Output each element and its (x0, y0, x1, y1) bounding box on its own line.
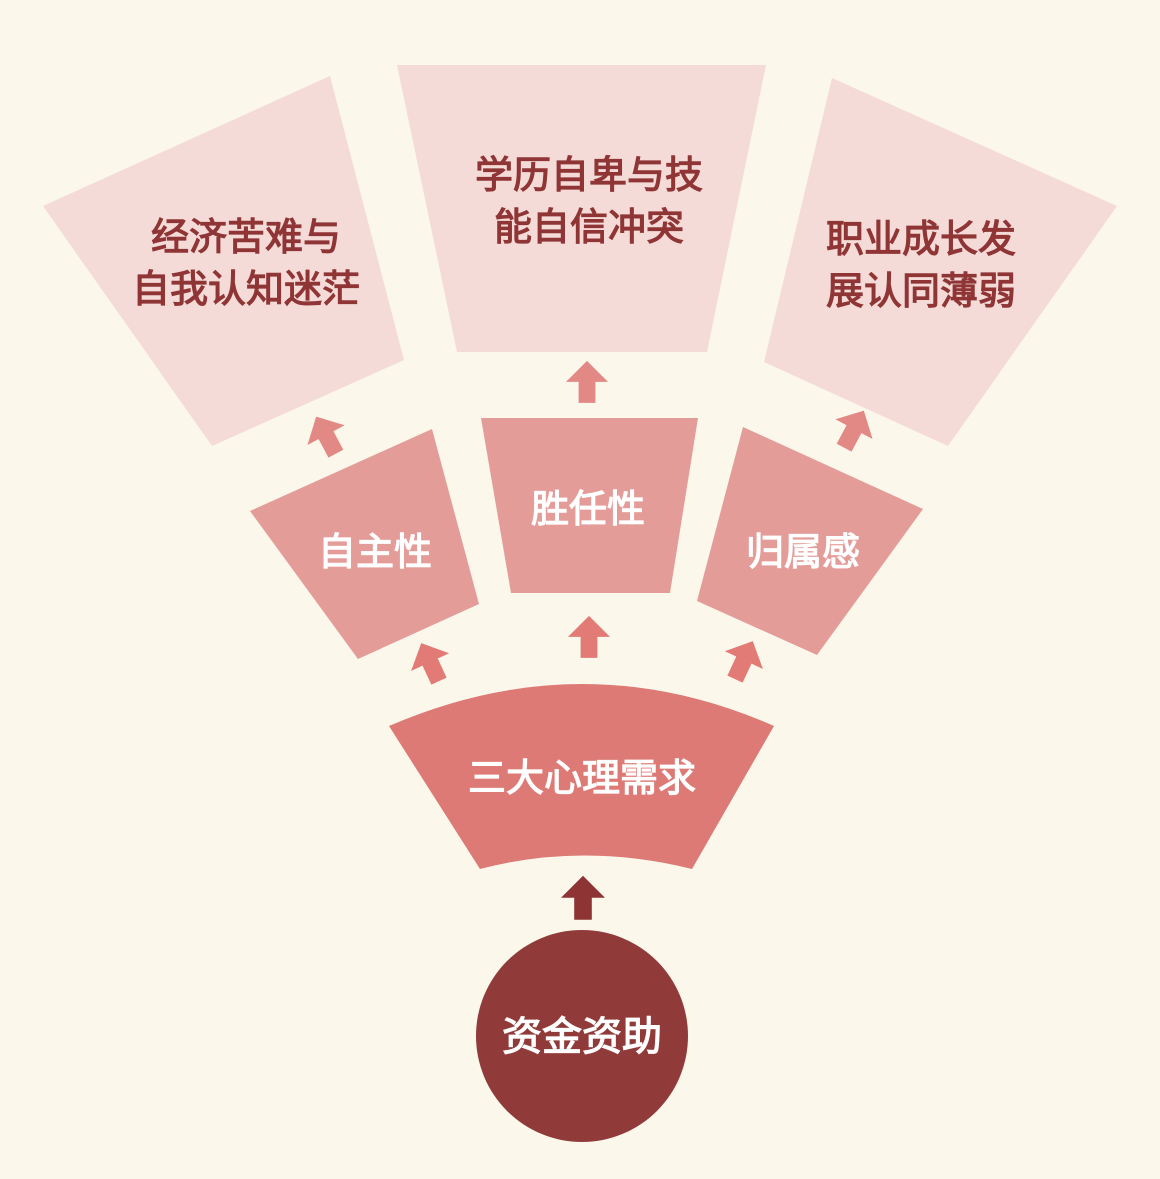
outer-block-right-line2: 展认同薄弱 (826, 268, 1016, 313)
outer-block-center-line2: 能自信冲突 (494, 204, 684, 249)
up-arrow-icon (568, 615, 610, 658)
core-block (389, 684, 774, 869)
middle-block-belonging-label: 归属感 (746, 529, 860, 574)
root-circle (476, 930, 688, 1142)
middle-block-belonging (697, 427, 923, 655)
middle-block-competence-label: 胜任性 (531, 486, 645, 531)
up-arrow-icon (566, 360, 608, 403)
up-arrow-icon (724, 641, 763, 683)
root-label: 资金资助 (502, 1013, 662, 1060)
up-arrow-icon (835, 410, 873, 452)
middle-block-autonomy (250, 429, 479, 659)
outer-block-center (397, 65, 766, 352)
up-arrow-icon (561, 875, 605, 920)
outer-block-left-line1: 经济苦难与 (151, 214, 341, 259)
up-arrow-icon (411, 643, 450, 685)
core-block-label: 三大心理需求 (468, 755, 696, 800)
outer-block-right (764, 78, 1117, 446)
middle-block-competence (481, 418, 698, 593)
outer-block-left-line2: 自我认知迷茫 (132, 266, 360, 311)
outer-block-left (43, 76, 404, 446)
outer-block-center-line1: 学历自卑与技 (475, 152, 703, 197)
outer-block-right-line1: 职业成长发 (826, 216, 1016, 261)
middle-block-autonomy-label: 自主性 (318, 529, 432, 574)
up-arrow-icon (307, 416, 345, 458)
